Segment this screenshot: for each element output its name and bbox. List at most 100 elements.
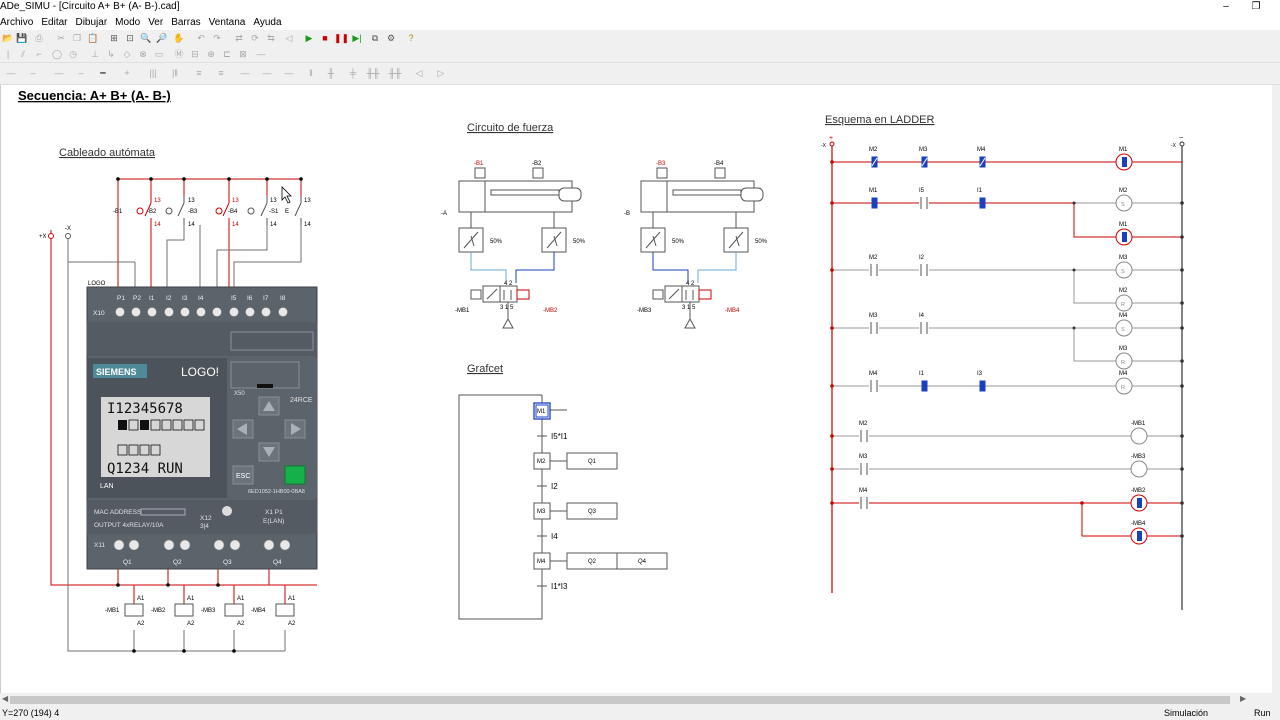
menu-ventana[interactable]: Ventana bbox=[208, 17, 246, 28]
pushbutton-icon[interactable]: ⊥ bbox=[91, 49, 99, 59]
restore-button[interactable]: ❐ bbox=[1251, 1, 1261, 12]
line-bold-icon[interactable]: ━ bbox=[100, 68, 106, 78]
hline-icon[interactable]: — bbox=[240, 68, 250, 78]
limit-switch-icon[interactable]: ↳ bbox=[107, 49, 115, 59]
wire-dashed-icon[interactable]: – bbox=[30, 68, 36, 78]
cylinder-icon[interactable]: ⊏ bbox=[223, 49, 231, 59]
align-icon[interactable]: ⇆ bbox=[267, 33, 275, 43]
contact-na-icon[interactable]: | bbox=[6, 49, 10, 59]
contact-nc-icon[interactable]: ⫽ bbox=[20, 49, 25, 59]
cut-icon[interactable]: ✂ bbox=[57, 33, 65, 43]
sensor-icon[interactable]: ◇ bbox=[123, 49, 131, 59]
rung1-contact-m3: M3 bbox=[919, 147, 928, 153]
coil-icon[interactable]: ◯ bbox=[51, 49, 63, 59]
bus-icon[interactable]: ||| bbox=[149, 68, 157, 78]
switch-icon[interactable]: ⌐ bbox=[36, 49, 42, 59]
ladder-plus: + bbox=[829, 135, 833, 142]
step-icon[interactable]: ▶| bbox=[352, 33, 362, 43]
display-line3: Q1234 RUN bbox=[107, 461, 183, 477]
menu-editar[interactable]: Editar bbox=[41, 17, 68, 28]
rotate-icon[interactable]: ⟳ bbox=[251, 33, 259, 43]
stop-icon[interactable]: ■ bbox=[322, 33, 328, 43]
menu-ayuda[interactable]: Ayuda bbox=[253, 17, 282, 28]
wiring-section: Cableado autómata bbox=[39, 147, 318, 653]
relay-icon[interactable]: ▭ bbox=[154, 49, 164, 59]
pipe-icon[interactable]: — bbox=[256, 49, 266, 59]
print-icon[interactable]: ⎙ bbox=[35, 33, 43, 43]
mouse-cursor-icon bbox=[281, 186, 292, 204]
help-icon[interactable]: ? bbox=[408, 33, 414, 43]
grafcet-step-m1: M1 bbox=[537, 409, 546, 415]
pan-icon[interactable]: ✋ bbox=[173, 33, 185, 43]
settings-icon[interactable]: ⚙ bbox=[386, 33, 396, 43]
vline-icon[interactable]: ‖ bbox=[309, 68, 313, 78]
scroll-left-icon[interactable]: ◀ bbox=[2, 694, 9, 703]
timer-icon[interactable]: ◷ bbox=[69, 49, 77, 59]
hbar-icon[interactable]: ≡ bbox=[196, 68, 202, 78]
multi2-icon[interactable]: ╫╫ bbox=[388, 68, 402, 78]
horizontal-scrollbar[interactable]: ◀ ▶ bbox=[0, 693, 1280, 707]
valve-ports-top-label: 4 2 bbox=[504, 281, 513, 287]
x11-label: X11 bbox=[94, 542, 105, 549]
term-13-label: 13 bbox=[154, 198, 161, 204]
play-icon[interactable]: ▶ bbox=[305, 33, 313, 43]
menu-archivo[interactable]: Archivo bbox=[0, 17, 34, 28]
valve-icon[interactable]: ⊠ bbox=[239, 49, 247, 59]
scroll-thumb[interactable] bbox=[10, 696, 1230, 704]
vertical-scrollbar[interactable] bbox=[1272, 85, 1280, 693]
zoom-all-icon[interactable]: ⊡ bbox=[126, 33, 134, 43]
hbar2-icon[interactable]: ≡ bbox=[218, 68, 224, 78]
mirror-icon[interactable]: ⇄ bbox=[235, 33, 243, 43]
hline2-icon[interactable]: — bbox=[262, 68, 272, 78]
save-icon[interactable]: 💾 bbox=[16, 33, 28, 43]
motor-icon[interactable]: Ⓜ bbox=[174, 49, 184, 59]
a2-label: A2 bbox=[237, 621, 245, 627]
input-p2-label: P2 bbox=[133, 295, 141, 302]
zoom-window-icon[interactable]: ⊞ bbox=[110, 33, 118, 43]
rung3-contact-i2: I2 bbox=[919, 255, 925, 261]
paste-icon[interactable]: 📋 bbox=[87, 33, 99, 43]
terminal-icon[interactable]: ⊕ bbox=[207, 49, 215, 59]
undo-icon[interactable]: ↶ bbox=[197, 33, 205, 43]
logo-plc: LOGO P1 P2 I1 I2 I3 I4 I5 I6 I7 I8 X10 bbox=[86, 281, 318, 570]
back-icon[interactable]: ◁ bbox=[285, 33, 293, 43]
rung4-coil-m4: M4 bbox=[1119, 313, 1128, 319]
esc-key[interactable] bbox=[232, 465, 254, 485]
fuse-icon[interactable]: ⊟ bbox=[191, 49, 199, 59]
rung3-coil-m3: M3 bbox=[1119, 255, 1128, 261]
drawing-canvas[interactable]: Secuencia: A+ B+ (A- B-) Cableado autóma… bbox=[0, 85, 1272, 693]
open-icon[interactable]: 📂 bbox=[2, 33, 14, 43]
zoom-out-icon[interactable]: 🔎 bbox=[156, 33, 168, 43]
arrow-right-icon[interactable]: ▷ bbox=[437, 68, 445, 78]
menu-dibujar[interactable]: Dibujar bbox=[75, 17, 108, 28]
line-icon[interactable]: — bbox=[54, 68, 64, 78]
sensor-b4-force-label: -B4 bbox=[714, 161, 724, 167]
rung4b-coil-m3: M3 bbox=[1119, 346, 1128, 352]
hline3-icon[interactable]: — bbox=[284, 68, 294, 78]
scroll-right-icon[interactable]: ▶ bbox=[1240, 694, 1247, 703]
ok-key[interactable] bbox=[284, 465, 306, 485]
menu-ver[interactable]: Ver bbox=[148, 17, 164, 28]
x50-label: X50 bbox=[234, 391, 245, 397]
pause-icon[interactable]: ❚❚ bbox=[334, 33, 350, 43]
lamp-icon[interactable]: ⊗ bbox=[139, 49, 147, 59]
line-thin-icon[interactable]: – bbox=[78, 68, 84, 78]
zoom-in-icon[interactable]: 🔍 bbox=[140, 33, 152, 43]
menu-modo[interactable]: Modo bbox=[115, 17, 141, 28]
elan-label: E(LAN) bbox=[263, 518, 284, 525]
window-icon[interactable]: ⧉ bbox=[371, 33, 379, 43]
multi-icon[interactable]: ╫╫ bbox=[366, 68, 380, 78]
minimize-button[interactable]: – bbox=[1223, 1, 1229, 12]
copy-icon[interactable]: ❐ bbox=[72, 33, 82, 43]
vline3-icon[interactable]: ╪ bbox=[349, 68, 357, 78]
grafcet-transition-3: I4 bbox=[551, 532, 558, 541]
vline2-icon[interactable]: ╫ bbox=[327, 68, 335, 78]
menu-barras[interactable]: Barras bbox=[171, 17, 201, 28]
bus2-icon[interactable]: |‖ bbox=[171, 68, 179, 78]
supply-minus-label: -X bbox=[65, 226, 71, 232]
junction-icon[interactable]: + bbox=[124, 68, 130, 78]
flow-pct-label: 50% bbox=[672, 239, 685, 245]
redo-icon[interactable]: ↷ bbox=[213, 33, 221, 43]
wire-icon[interactable]: — bbox=[6, 68, 16, 78]
arrow-left-icon[interactable]: ◁ bbox=[415, 68, 423, 78]
